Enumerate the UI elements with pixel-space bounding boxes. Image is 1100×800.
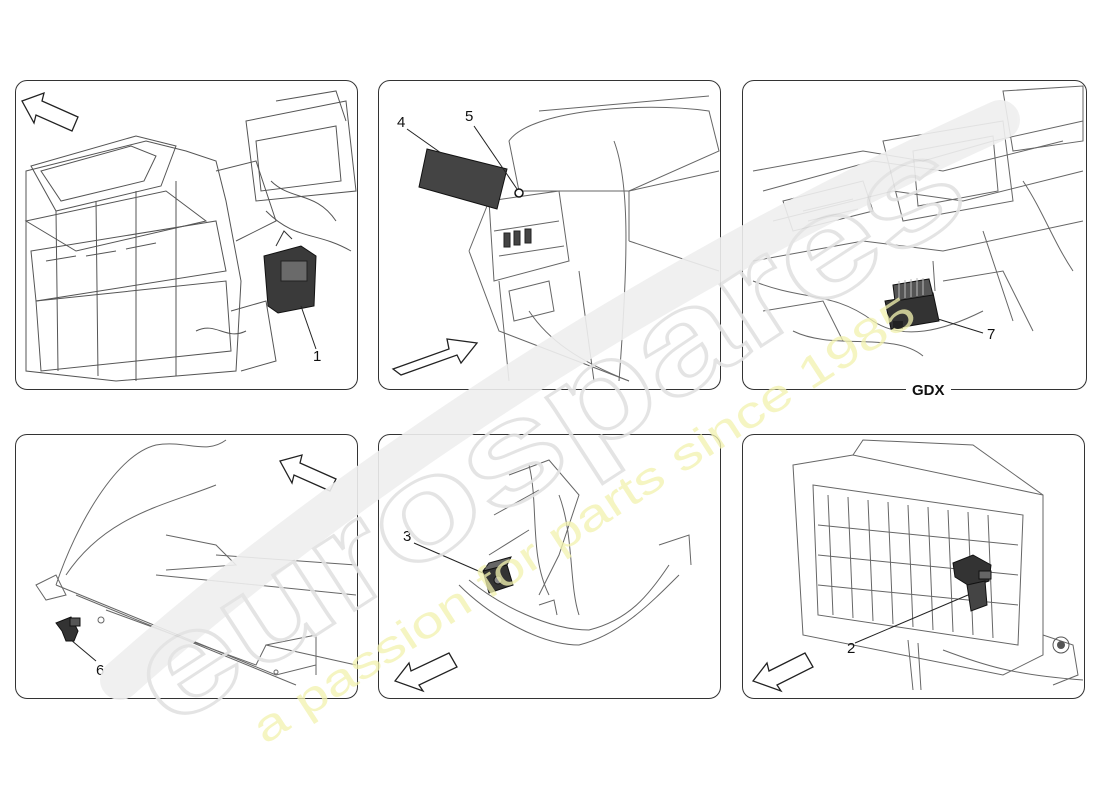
- panel-bottom-middle: 3: [378, 434, 721, 699]
- callout-4: 4: [397, 114, 406, 131]
- control-module-1: [263, 230, 317, 314]
- seat-frame-drawing: [35, 439, 357, 686]
- callout-1: 1: [313, 348, 322, 365]
- sensor-2: [952, 554, 992, 612]
- connector-5: [514, 188, 524, 198]
- console-switches: [503, 228, 532, 248]
- direction-arrow: [393, 652, 458, 693]
- hvac-unit-drawing: [21, 90, 357, 382]
- direction-arrow: [391, 338, 479, 376]
- connector-box-3: [481, 556, 514, 594]
- direction-arrow: [21, 91, 79, 132]
- direction-arrow: [279, 454, 337, 492]
- callout-5: 5: [465, 108, 474, 125]
- callout-7: 7: [987, 326, 996, 343]
- heatsink-module-7: [884, 278, 940, 330]
- dashboard-hvac-drawing: [752, 85, 1084, 357]
- callout-2: 2: [847, 640, 856, 657]
- center-console-drawing: [391, 95, 720, 382]
- callout-6: 6: [96, 662, 105, 679]
- variant-label-gdx: GDX: [906, 382, 951, 399]
- flat-module-4: [418, 148, 508, 210]
- panel-bottom-left: 6: [15, 434, 358, 699]
- callout-3: 3: [403, 528, 412, 545]
- panel-bottom-right: 2: [742, 434, 1085, 699]
- console-bracket-drawing: [393, 459, 692, 693]
- panel-top-left: 1: [15, 80, 358, 390]
- elbow-connector-6: [55, 616, 81, 642]
- air-vent-drawing: [751, 439, 1084, 693]
- direction-arrow: [751, 652, 814, 693]
- panel-top-middle: 4 5: [378, 80, 721, 390]
- panel-top-right: 7: [742, 80, 1087, 390]
